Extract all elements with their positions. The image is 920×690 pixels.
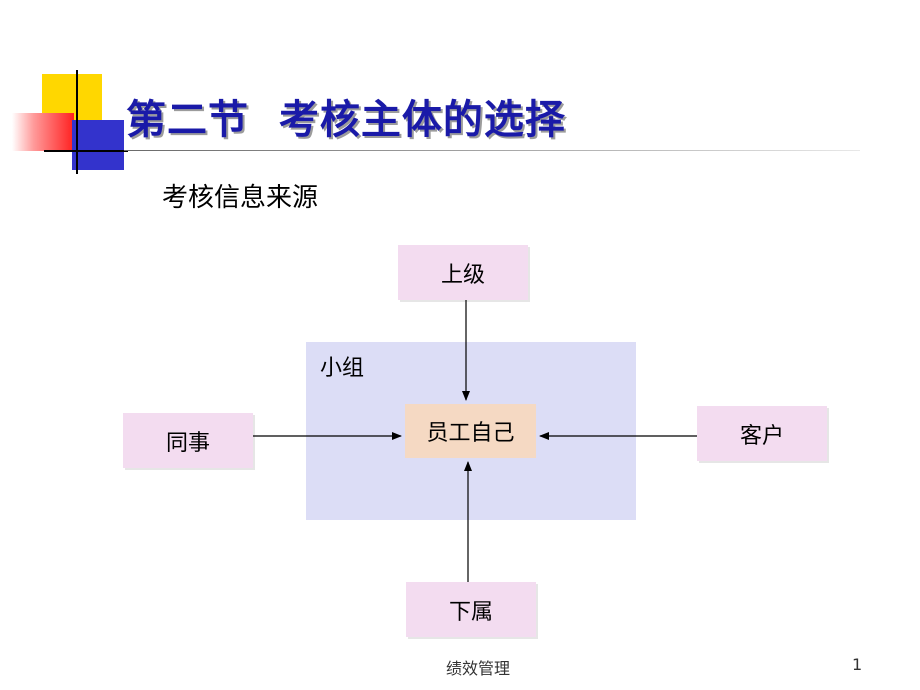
decor-vertical-line (76, 70, 78, 174)
node-peer: 同事 (123, 413, 253, 468)
page-number: 1 (852, 655, 863, 674)
node-self: 员工自己 (405, 404, 536, 458)
node-subordinate: 下属 (406, 582, 536, 637)
node-superior: 上级 (398, 245, 528, 300)
node-customer: 客户 (697, 406, 827, 461)
slide-title: 第二节 考核主体的选择 (126, 97, 566, 143)
node-customer-label: 客户 (739, 423, 784, 449)
title-underline (124, 150, 860, 151)
footer-text: 绩效管理 (446, 659, 511, 678)
node-subordinate-label: 下属 (448, 599, 493, 625)
group-label: 小组 (320, 356, 365, 381)
decor-red-gradient-bar (12, 113, 74, 151)
slide-subtitle: 考核信息来源 (162, 183, 319, 213)
node-superior-label: 上级 (440, 262, 485, 288)
decor-horizontal-line (44, 150, 128, 152)
decor-blue-square (72, 120, 124, 170)
node-self-label: 员工自己 (426, 421, 515, 446)
node-peer-label: 同事 (165, 430, 210, 456)
